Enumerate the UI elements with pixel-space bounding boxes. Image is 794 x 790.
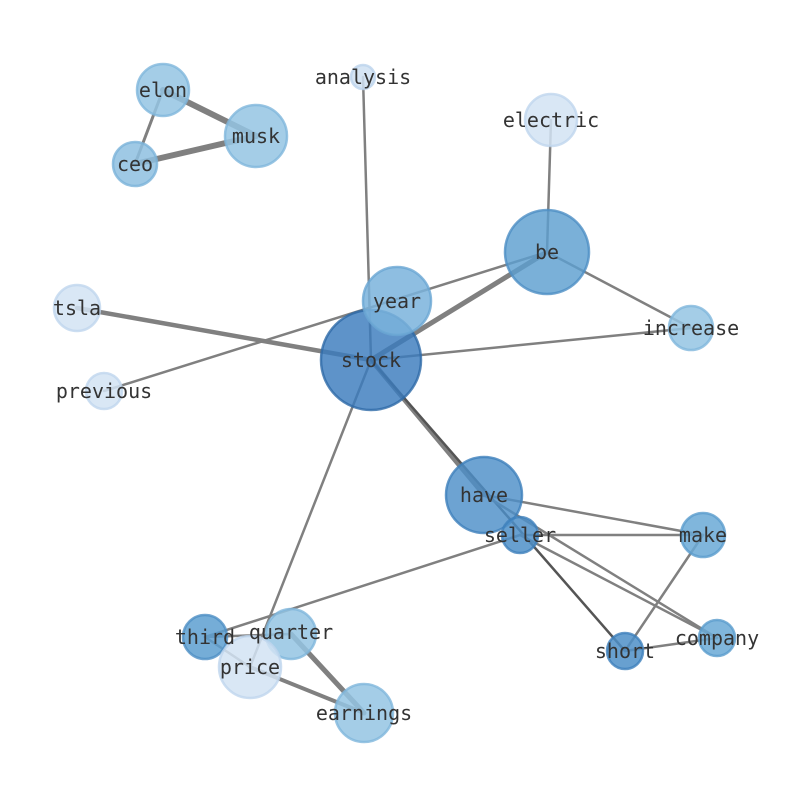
- node-earnings: [333, 682, 395, 744]
- node-year: [361, 265, 433, 337]
- node-price: [217, 634, 283, 700]
- edge-be-previous: [102, 250, 549, 393]
- node-elon: [135, 62, 191, 118]
- node-label-company: company: [675, 626, 759, 650]
- node-label-seller: seller: [484, 523, 556, 547]
- node-short: [605, 631, 645, 671]
- node-label-ceo: ceo: [117, 152, 153, 176]
- node-company: [697, 618, 737, 658]
- edge-seller-third: [203, 533, 522, 639]
- node-analysis: [349, 63, 377, 91]
- node-label-tsla: tsla: [53, 296, 101, 320]
- node-label-elon: elon: [139, 78, 187, 102]
- node-label-musk: musk: [232, 124, 280, 148]
- node-label-earnings: earnings: [316, 701, 412, 725]
- edge-stock-increase: [369, 326, 693, 362]
- node-make: [679, 511, 727, 559]
- node-tsla: [52, 283, 102, 333]
- node-ceo: [111, 140, 159, 188]
- node-previous: [84, 371, 124, 411]
- node-have: [444, 455, 524, 535]
- node-label-year: year: [373, 289, 421, 313]
- node-musk: [223, 103, 289, 169]
- node-label-make: make: [679, 523, 727, 547]
- node-label-electric: electric: [503, 108, 599, 132]
- node-seller: [500, 515, 540, 555]
- node-third: [181, 613, 229, 661]
- node-label-short: short: [595, 639, 655, 663]
- node-label-quarter: quarter: [249, 620, 333, 644]
- node-label-stock: stock: [341, 348, 401, 372]
- edge-make-short: [623, 533, 705, 653]
- node-label-analysis: analysis: [315, 65, 411, 89]
- node-label-be: be: [535, 240, 559, 264]
- node-electric: [523, 92, 579, 148]
- node-increase: [667, 304, 715, 352]
- node-label-previous: previous: [56, 379, 152, 403]
- node-label-have: have: [460, 483, 508, 507]
- node-label-increase: increase: [643, 316, 739, 340]
- nodes-layer: [52, 62, 737, 744]
- labels-layer: stock be have year musk elon ceo analysis electr…: [53, 65, 759, 725]
- edge-seller-company: [518, 533, 719, 640]
- node-be: [503, 208, 591, 296]
- node-label-third: third: [175, 625, 235, 649]
- node-quarter: [264, 607, 318, 661]
- node-label-price: price: [220, 655, 280, 679]
